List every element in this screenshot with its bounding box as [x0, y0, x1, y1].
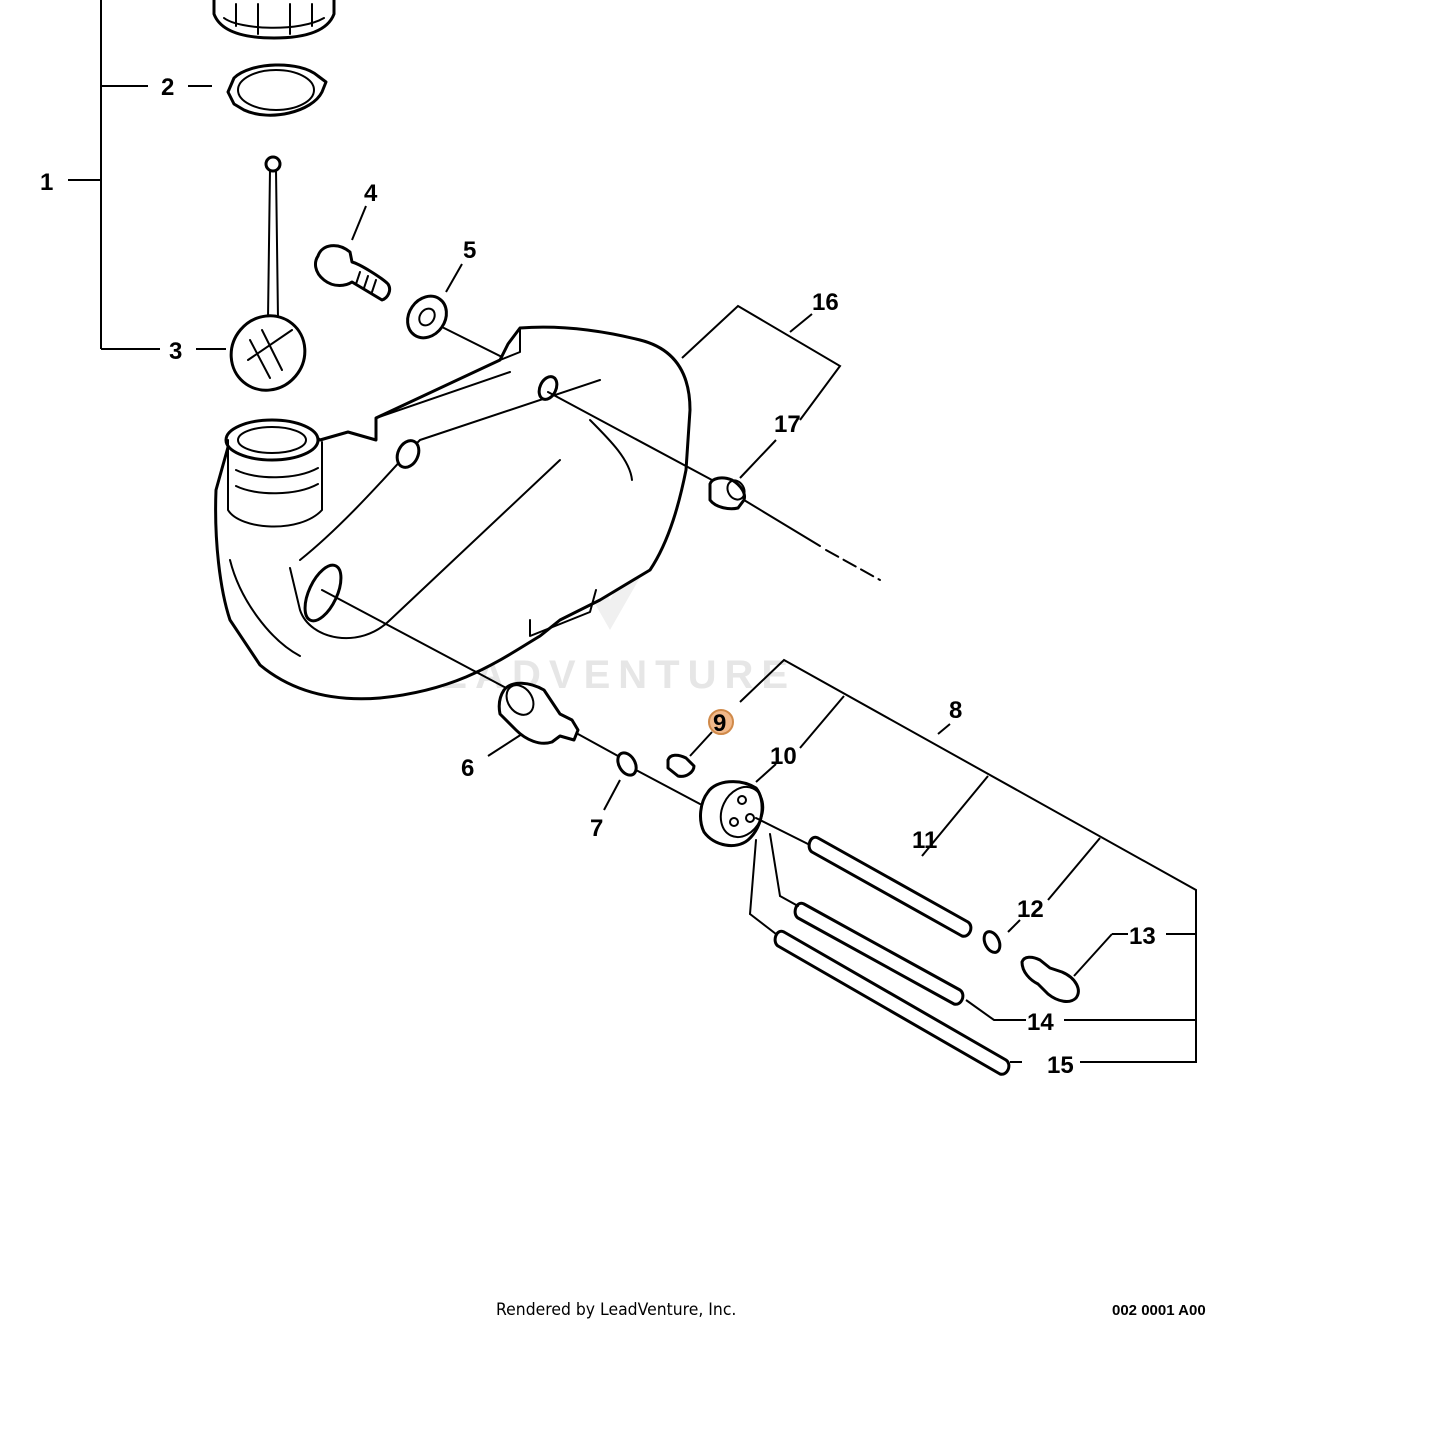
callout-5[interactable]: 5: [463, 237, 476, 264]
washer[interactable]: [400, 263, 521, 367]
callout-11[interactable]: 11: [912, 827, 937, 854]
callout-3[interactable]: 3: [169, 338, 182, 365]
bracket-group-8: [739, 658, 1197, 1063]
callout-7[interactable]: 7: [590, 815, 603, 842]
fuel-tube-medium[interactable]: [769, 833, 965, 1006]
bushing[interactable]: [666, 731, 713, 778]
callout-4[interactable]: 4: [364, 180, 378, 207]
fuel-fitting[interactable]: [487, 680, 580, 757]
diagram-code: 002 0001 A00: [1112, 1302, 1206, 1319]
highlight-marker: [708, 709, 734, 735]
callout-10[interactable]: 10: [770, 743, 797, 770]
cap-gasket[interactable]: [226, 63, 328, 117]
fuel-tank-body: [214, 325, 692, 701]
bracket-group-16: [681, 304, 842, 479]
callout-16[interactable]: 16: [812, 289, 839, 316]
callout-17[interactable]: 17: [774, 411, 801, 438]
bracket-group-1: [68, 0, 226, 350]
fuel-line-grommet[interactable]: [699, 763, 777, 848]
callout-9[interactable]: 9: [713, 710, 726, 737]
callout-12[interactable]: 12: [1017, 896, 1044, 923]
callout-14[interactable]: 14: [1027, 1009, 1054, 1036]
rendered-by-credit: Rendered by LeadVenture, Inc.: [496, 1300, 737, 1320]
o-ring[interactable]: [603, 750, 640, 811]
callout-13[interactable]: 13: [1129, 923, 1156, 950]
cap-retainer-strap[interactable]: [216, 155, 320, 405]
callout-15[interactable]: 15: [1047, 1052, 1074, 1079]
small-o-ring[interactable]: [981, 919, 1021, 955]
axis-line-upper: [547, 391, 881, 581]
fuel-tube-long[interactable]: [749, 839, 1011, 1076]
grommet[interactable]: [708, 476, 748, 511]
callout-2[interactable]: 2: [161, 74, 174, 101]
mounting-bolt[interactable]: [314, 205, 392, 302]
fuel-valve[interactable]: [1020, 933, 1128, 1003]
fuel-tube-short[interactable]: [755, 817, 973, 938]
callout-8[interactable]: 8: [949, 697, 962, 724]
axis-line-lower: [321, 589, 701, 805]
callout-6[interactable]: 6: [461, 755, 474, 782]
callout-1[interactable]: 1: [40, 169, 53, 196]
fuel-cap[interactable]: [212, 0, 336, 40]
